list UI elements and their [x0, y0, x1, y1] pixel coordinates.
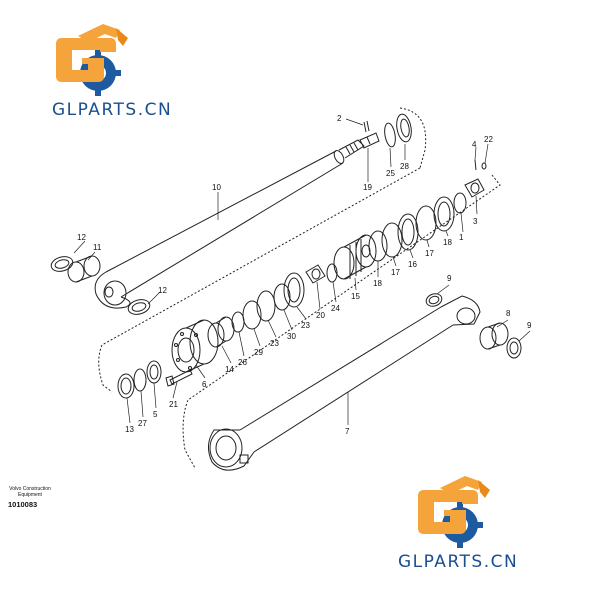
- watermark-tld: CN: [144, 100, 173, 120]
- brand-line-2: Equipment: [18, 492, 42, 498]
- excavator-arm-icon: [440, 476, 490, 498]
- callout-30: 30: [287, 332, 296, 341]
- callout-7: 7: [345, 427, 350, 436]
- ring-13: [117, 373, 135, 399]
- ring-9-top: [425, 293, 443, 307]
- callout-9-right: 9: [527, 321, 532, 330]
- callout-16: 16: [408, 260, 417, 269]
- callout-19: 19: [363, 183, 372, 192]
- ring-28: [396, 113, 412, 143]
- callout-2: 2: [337, 114, 342, 123]
- group-boundary-seals: [98, 167, 421, 393]
- ring-18-b: [433, 196, 455, 232]
- cylinder-head: [171, 319, 219, 373]
- watermark-main: GLPARTS: [52, 100, 138, 120]
- callout-9-top: 9: [447, 274, 452, 283]
- excavator-arm-icon: [78, 24, 128, 46]
- ring-29: [242, 300, 262, 330]
- ring-27: [133, 368, 147, 392]
- nut: [359, 132, 380, 149]
- drawing-legend: Volvo Construction Equipment 1010083: [8, 486, 52, 509]
- lock-nut: [305, 264, 326, 284]
- callout-21: 21: [169, 400, 178, 409]
- callout-12-bottom: 12: [158, 286, 167, 295]
- bolt: [165, 369, 193, 387]
- callout-13: 13: [125, 425, 134, 434]
- callout-25: 25: [386, 169, 395, 178]
- callout-5: 5: [153, 410, 158, 419]
- g-letter-mark: [56, 38, 116, 82]
- callout-17-left: 17: [391, 268, 400, 277]
- callout-14: 14: [225, 365, 234, 374]
- ring-12-right: [127, 299, 151, 315]
- callout-3: 3: [473, 217, 478, 226]
- g-letter-mark: [418, 490, 478, 534]
- ring-18-a: [368, 230, 388, 262]
- nut-3: [464, 178, 485, 198]
- bushing-11: [67, 255, 101, 283]
- group-boundary-tube: [182, 174, 501, 469]
- watermark-tld: CN: [490, 552, 519, 572]
- drawing-code: 1010083: [8, 500, 38, 509]
- callout-29: 29: [254, 348, 263, 357]
- ring-17-b: [415, 205, 437, 241]
- ring-25: [384, 122, 396, 148]
- watermark-text-top: GLPARTS.CN: [52, 100, 172, 120]
- bushing-8: [479, 322, 509, 350]
- glparts-logo-top: [56, 24, 128, 96]
- ring-12-left: [50, 256, 74, 272]
- ring-1: [453, 192, 467, 214]
- piston: [333, 234, 377, 280]
- callout-12-top: 12: [77, 233, 86, 242]
- watermark-sep: .: [137, 100, 145, 120]
- callout-4: 4: [472, 140, 477, 149]
- callout-15: 15: [351, 292, 360, 301]
- watermark-main: GLPARTS: [398, 552, 484, 572]
- cylinder-tube: [208, 295, 481, 471]
- watermark-text-bottom: GLPARTS.CN: [398, 552, 518, 572]
- callout-17-right: 17: [425, 249, 434, 258]
- callout-24: 24: [331, 304, 340, 313]
- callout-28: 28: [400, 162, 409, 171]
- callout-20: 20: [316, 311, 325, 320]
- callout-18-left: 18: [373, 279, 382, 288]
- callout-8: 8: [506, 309, 511, 318]
- ring-23-b: [256, 290, 276, 322]
- ring-5: [146, 360, 162, 384]
- watermark-sep: .: [483, 552, 491, 572]
- callout-1: 1: [459, 233, 464, 242]
- ring-17-a: [381, 222, 403, 258]
- callout-27: 27: [138, 419, 147, 428]
- ring-30: [273, 283, 291, 311]
- callout-22: 22: [484, 135, 493, 144]
- callout-26: 26: [238, 358, 247, 367]
- callout-18-right: 18: [443, 238, 452, 247]
- ring-24: [326, 263, 338, 283]
- callout-labels: 2 19 25 28 10 12 11 12 4 22 3 1 18 17 16…: [77, 114, 532, 436]
- callout-6: 6: [202, 380, 207, 389]
- callout-10: 10: [212, 183, 221, 192]
- piston-rod: [94, 139, 365, 309]
- bushing-14: [207, 316, 235, 348]
- pin-4-22: [474, 159, 487, 171]
- glparts-logo-bottom: [418, 476, 490, 548]
- ring-9-right: [506, 337, 522, 359]
- cotter-pin: [363, 120, 370, 133]
- callout-23-right: 23: [301, 321, 310, 330]
- brand-line-1: Volvo Construction: [9, 486, 51, 492]
- group-boundary-rod: [399, 107, 427, 169]
- callout-11: 11: [93, 243, 102, 252]
- callout-23-left: 23: [270, 339, 279, 348]
- ring-23-a: [283, 272, 305, 308]
